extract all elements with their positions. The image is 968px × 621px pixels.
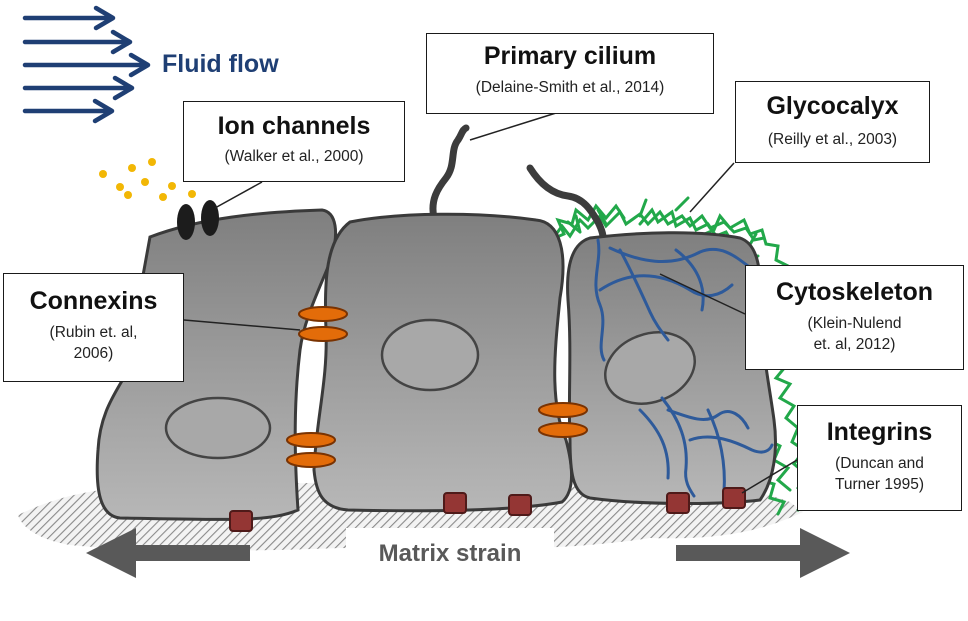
glycocalyx-citation: (Reilly et al., 2003) — [767, 131, 898, 148]
cytoskeleton-citation-line-1: (Klein-Nulend — [807, 315, 902, 332]
integrins-citation-line-1: (Duncan and — [835, 455, 924, 472]
cilium-connector — [469, 112, 557, 141]
primary-cilium-1 — [429, 124, 470, 222]
ion-channel-left — [177, 204, 195, 240]
nucleus-left — [164, 396, 272, 460]
glycocalyx-title: Glycocalyx — [766, 92, 899, 120]
ion-channels-connector — [214, 181, 263, 209]
glycocalyx-connector — [689, 162, 735, 213]
cytoskeleton-filaments — [594, 238, 774, 498]
primary-cilium-title: Primary cilium — [483, 42, 657, 70]
flow-arrows-icon — [22, 5, 151, 124]
integrin-2 — [443, 492, 467, 514]
connexin-2a — [286, 432, 336, 448]
label-box-glycocalyx: Glycocalyx (Reilly et al., 2003) — [735, 81, 930, 163]
ion-channels-citation: (Walker et al., 2000) — [224, 148, 364, 165]
ion-channel-right — [201, 200, 219, 236]
integrin-4 — [666, 492, 690, 514]
arrow-right-icon — [676, 528, 850, 578]
integrin-5 — [722, 487, 746, 509]
connexin-3b — [538, 422, 588, 438]
connexin-1b — [298, 326, 348, 342]
integrins-title: Integrins — [826, 418, 933, 446]
connexins-citation-line-1: (Rubin et. al, — [49, 324, 138, 341]
primary-cilium-citation: (Delaine-Smith et al., 2014) — [475, 79, 665, 96]
integrins-connector — [741, 459, 798, 494]
nucleus-middle — [380, 318, 480, 392]
matrix-strain-label: Matrix strain — [346, 528, 554, 580]
ion-channels-title: Ion channels — [217, 112, 371, 140]
connector-lines — [183, 112, 798, 494]
label-box-cytoskeleton: Cytoskeleton (Klein-Nulend et. al, 2012) — [745, 265, 964, 370]
primary-cilium-2 — [526, 164, 607, 248]
label-box-connexins: Connexins (Rubin et. al, 2006) — [3, 273, 184, 382]
cytoskeleton-title: Cytoskeleton — [776, 278, 933, 306]
connexin-3a — [538, 402, 588, 418]
integrins-group — [229, 487, 746, 532]
label-box-ion-channels: Ion channels (Walker et al., 2000) — [183, 101, 405, 182]
connexins-group — [286, 306, 588, 468]
label-box-primary-cilium: Primary cilium (Delaine-Smith et al., 20… — [426, 33, 714, 114]
integrin-1 — [229, 510, 253, 532]
connexins-title: Connexins — [29, 287, 158, 315]
connexin-1a — [298, 306, 348, 322]
connexins-citation-line-2: 2006) — [73, 345, 114, 362]
cytoskeleton-connector — [659, 273, 746, 315]
integrins-citation-line-2: Turner 1995) — [834, 476, 925, 493]
ion-particles — [99, 158, 196, 201]
arrow-left-icon — [86, 528, 250, 578]
cytoskeleton-citation-line-2: et. al, 2012) — [813, 336, 896, 353]
integrin-3 — [508, 494, 532, 516]
label-box-integrins: Integrins (Duncan and Turner 1995) — [797, 405, 962, 511]
connexins-connector — [183, 319, 301, 331]
connexin-2b — [286, 452, 336, 468]
fluid-flow-label: Fluid flow — [162, 50, 279, 78]
nucleus-right — [603, 331, 697, 405]
